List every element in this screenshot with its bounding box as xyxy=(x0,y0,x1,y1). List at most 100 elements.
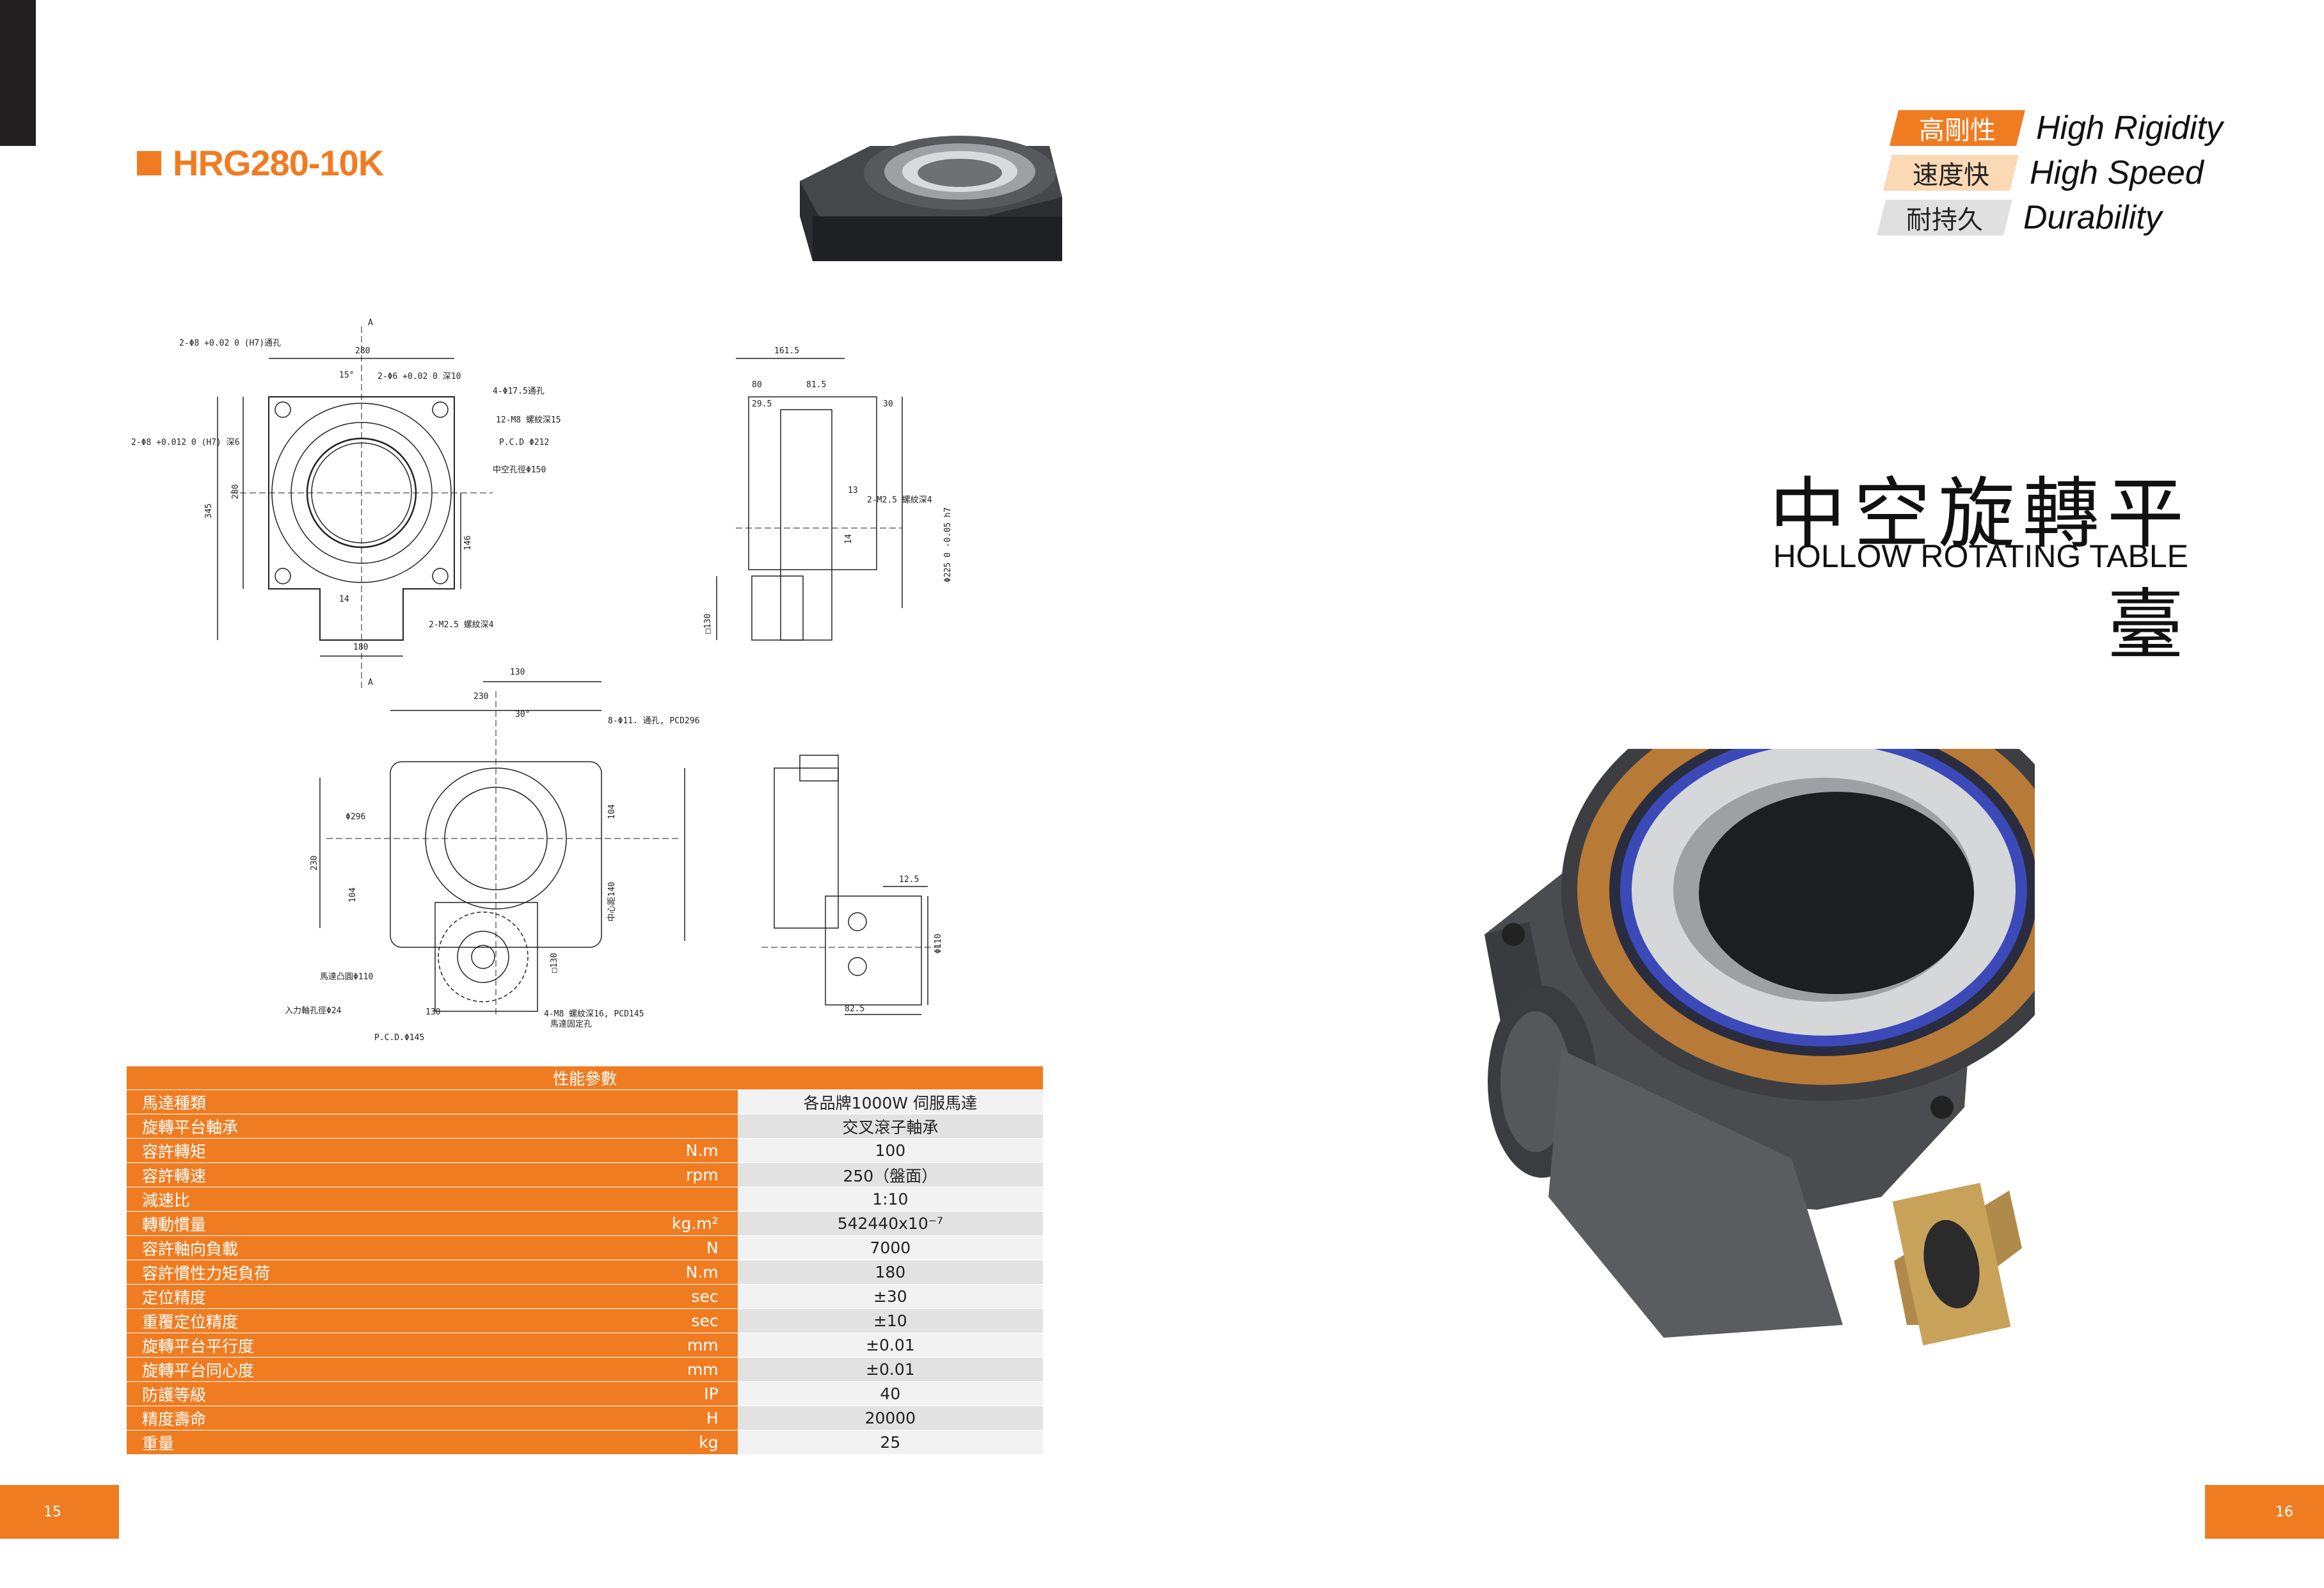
row-value: 交叉滾子軸承 xyxy=(737,1114,1043,1139)
row-unit: N xyxy=(432,1235,738,1260)
feature-tag: 速度快 xyxy=(1883,155,2019,191)
dim-label: 104 xyxy=(348,887,358,902)
dim-label: Φ225 0 -0.05 h7 xyxy=(943,508,953,582)
dim-label: 14 xyxy=(844,534,854,544)
dim-label: P.C.D.Φ145 xyxy=(374,1033,424,1043)
row-unit xyxy=(432,1114,738,1139)
page-number-right: 16 xyxy=(2205,1485,2324,1539)
dim-label: 2-M2.5 螺紋深4 xyxy=(867,495,932,505)
row-unit: IP xyxy=(432,1381,738,1406)
dim-label: □130 xyxy=(550,953,559,973)
row-unit: kg xyxy=(432,1430,738,1455)
row-unit: sec xyxy=(432,1284,738,1309)
dim-label: 2-Φ8 +0.02 0 (H7)通孔 xyxy=(179,339,281,348)
row-value: 20000 xyxy=(737,1406,1043,1431)
row-unit: mm xyxy=(432,1333,738,1358)
row-unit xyxy=(432,1089,738,1114)
dim-label: 馬達凸圓Φ110 xyxy=(320,972,373,982)
dim-label: 中心距140 xyxy=(607,882,617,922)
row-unit: N.m xyxy=(432,1260,738,1285)
top-view xyxy=(217,326,493,691)
table-row: 旋轉平台軸承 交叉滾子軸承 xyxy=(127,1114,1043,1139)
bottom-view xyxy=(319,681,685,1018)
row-label: 容許軸向負載 xyxy=(127,1235,433,1260)
dim-label: 14 xyxy=(339,595,349,604)
dim-label: 13 xyxy=(848,486,858,495)
feature-rigidity: 高剛性 High Rigidity xyxy=(1890,109,2223,147)
dim-label: 15° xyxy=(339,371,354,380)
spec-table-title: 性能參數 xyxy=(127,1066,1043,1090)
dim-label: 馬達固定孔 xyxy=(550,1020,592,1029)
dim-label: 4-M8 螺紋深16, PCD145 xyxy=(544,1009,644,1019)
dim-label: 8-Φ11. 通孔, PCD296 xyxy=(608,716,699,726)
dim-label: 入力軸孔徑Φ24 xyxy=(285,1006,342,1016)
dim-label: 130 xyxy=(510,668,525,677)
row-label: 轉動慣量 xyxy=(127,1211,433,1236)
feature-tag: 高剛性 xyxy=(1890,110,2025,146)
feature-speed: 速度快 High Speed xyxy=(1883,154,2204,192)
dim-label: 161.5 xyxy=(774,346,799,356)
row-label: 重覆定位精度 xyxy=(127,1308,433,1333)
row-unit xyxy=(432,1187,738,1212)
dim-label: 280 xyxy=(231,485,241,499)
row-label: 旋轉平台平行度 xyxy=(127,1333,433,1358)
dim-label: 2-Φ6 +0.02 0 深10 xyxy=(378,372,461,381)
row-label: 容許轉矩 xyxy=(127,1138,433,1163)
table-row: 馬達種類各品牌1000W 伺服馬達 xyxy=(127,1089,1043,1114)
dim-label: Φ296 xyxy=(346,812,365,822)
title-english: HOLLOW ROTATING TABLE xyxy=(1772,538,2188,574)
dim-label: 30 xyxy=(883,399,893,409)
row-value: 180 xyxy=(737,1260,1043,1285)
dim-label: 146 xyxy=(463,536,473,550)
page-number-left: 15 xyxy=(0,1485,119,1539)
row-label: 重量 xyxy=(127,1430,433,1455)
row-value: 各品牌1000W 伺服馬達 xyxy=(737,1089,1043,1114)
side-view xyxy=(716,358,903,641)
dim-label: 中空孔徑Φ150 xyxy=(493,465,546,475)
feature-tag: 耐持久 xyxy=(1877,200,2012,236)
row-value: 100 xyxy=(737,1138,1043,1163)
dim-label: 82.5 xyxy=(845,1004,864,1014)
row-label: 防護等級 xyxy=(127,1381,433,1406)
row-label: 旋轉平台軸承 xyxy=(127,1114,433,1139)
dim-label: 12-M8 螺紋深15 xyxy=(496,415,561,425)
row-unit: mm xyxy=(432,1357,738,1382)
row-unit: rpm xyxy=(432,1162,738,1187)
row-label: 定位精度 xyxy=(127,1284,433,1309)
dim-label: 104 xyxy=(607,804,617,819)
row-value: 40 xyxy=(737,1381,1043,1406)
feature-label: Durability xyxy=(2023,199,2162,236)
dim-label: 130 xyxy=(426,1007,440,1017)
feature-label: High Speed xyxy=(2030,154,2204,191)
dim-label: 345 xyxy=(204,504,214,518)
dim-label: 80 xyxy=(752,380,762,390)
title-chinese: 中空旋轉平臺 xyxy=(1769,470,2192,670)
dim-label: Φ110 xyxy=(934,934,943,954)
row-label: 減速比 xyxy=(127,1187,433,1212)
dim-label: P.C.D Φ212 xyxy=(499,438,549,447)
orange-square-marker xyxy=(137,150,161,175)
row-label: 旋轉平台同心度 xyxy=(127,1357,433,1382)
model-heading: HRG280-10K xyxy=(137,142,384,184)
row-value: ±0.01 xyxy=(737,1357,1043,1382)
spec-table-header: 性能參數 xyxy=(127,1066,1043,1090)
row-value: 25 xyxy=(737,1430,1043,1455)
dim-label: 230 xyxy=(474,692,488,702)
dim-label: 280 xyxy=(355,346,370,356)
row-value: 250（盤面） xyxy=(737,1162,1043,1187)
row-value: ±10 xyxy=(737,1308,1043,1333)
row-label: 容許慣性力矩負荷 xyxy=(127,1260,433,1285)
dim-label: 2-M2.5 螺紋深4 xyxy=(429,620,494,630)
row-value: 542440x10⁻⁷ xyxy=(737,1211,1043,1236)
dim-label: 4-Φ17.5通孔 xyxy=(493,387,545,396)
